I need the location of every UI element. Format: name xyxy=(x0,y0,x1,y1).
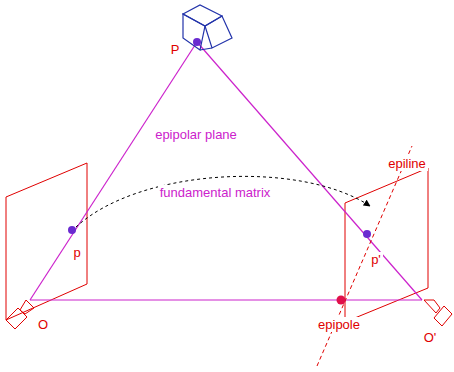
ray-left xyxy=(30,42,197,300)
baseline xyxy=(30,299,422,300)
left-image-plane xyxy=(6,163,87,320)
plane-label: epipolar plane xyxy=(153,127,239,142)
point-label: P xyxy=(169,42,182,57)
mapping-label: fundamental matrix xyxy=(158,185,273,200)
point-label: p xyxy=(71,245,82,260)
camera-label: O' xyxy=(422,330,439,345)
epiline xyxy=(317,146,412,366)
point-P xyxy=(193,38,201,46)
camera-left xyxy=(6,300,34,329)
point-label: p' xyxy=(369,252,383,267)
point-p xyxy=(68,226,76,234)
mapping-curve xyxy=(76,176,370,227)
point-label: epipole xyxy=(316,317,362,332)
epipole-dot xyxy=(337,296,346,305)
camera-right xyxy=(424,300,452,326)
object-box xyxy=(183,5,232,50)
camera-label: O xyxy=(36,317,50,332)
ray-right xyxy=(197,42,422,300)
right-image-plane xyxy=(345,168,428,322)
line-label: epiline xyxy=(386,156,428,171)
point-p-prime xyxy=(363,230,371,238)
